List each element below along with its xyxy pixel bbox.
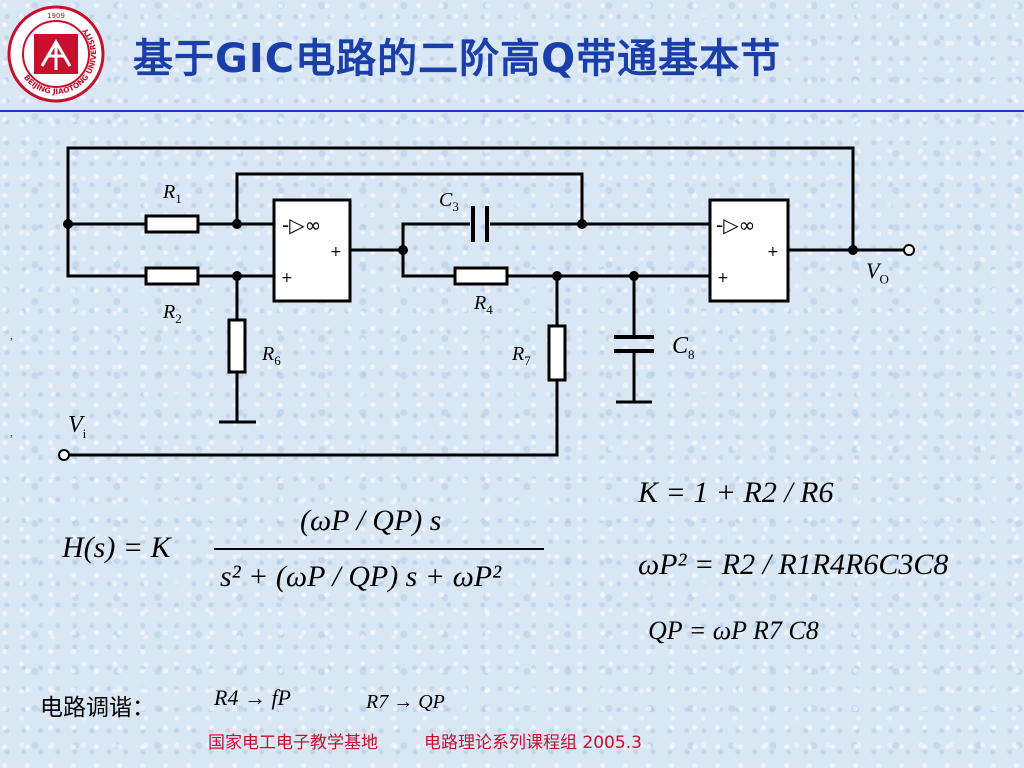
- svg-text:+: +: [281, 270, 293, 286]
- label-r4: R4: [474, 292, 493, 317]
- wire-input-rail: [66, 224, 146, 278]
- fraction-bar: [214, 548, 544, 550]
- logo-year: 1909: [47, 12, 65, 20]
- gic-bandpass-circuit: -▷∞ + + -▷∞ + +: [58, 146, 915, 461]
- transfer-denominator: s² + (ωP / QP) s + ωP²: [220, 560, 502, 593]
- opamp-1: -▷∞ + +: [272, 198, 352, 303]
- label-vo: VO: [866, 258, 889, 287]
- resistor-r6: [227, 318, 247, 374]
- opamp-1-symbol: -▷∞: [282, 213, 321, 237]
- header-bar: BEIJING JIAOTONG UNIVERSITY 1909 基于GIC电路…: [0, 0, 1024, 112]
- svg-text:+: +: [330, 244, 342, 260]
- label-r1: R1: [163, 181, 182, 206]
- vi-terminal: [58, 449, 70, 461]
- tuning-rule-r7: R7 → QP: [366, 691, 445, 713]
- gain-equation: K = 1 + R2 / R6: [638, 476, 834, 509]
- footer-base: 国家电工电子教学基地: [208, 733, 378, 753]
- label-r7: R7: [512, 343, 531, 368]
- footer: 国家电工电子教学基地 电路理论系列课程组 2005.3: [208, 728, 688, 753]
- transfer-lhs: H(s) = K: [62, 531, 171, 564]
- label-vi: Vi: [68, 412, 87, 441]
- wire-outer-feedback: [66, 146, 855, 250]
- resistor-r7: [547, 324, 567, 382]
- opamp-2-symbol: -▷∞: [716, 213, 755, 237]
- label-r6: R6: [262, 343, 281, 368]
- label-c3: C3: [439, 189, 459, 214]
- omega-equation: ωP² = R2 / R1R4R6C3C8: [638, 548, 949, 581]
- label-c8: C8: [672, 333, 695, 362]
- resistor-r1: [144, 214, 200, 234]
- page-title: 基于GIC电路的二阶高Q带通基本节: [133, 36, 782, 82]
- university-logo: BEIJING JIAOTONG UNIVERSITY 1909: [7, 5, 105, 103]
- q-equation: QP = ωP R7 C8: [648, 616, 819, 645]
- transfer-numerator: (ωP / QP) s: [300, 504, 442, 537]
- resistor-r4: [453, 266, 509, 286]
- opamp-2: -▷∞ + +: [708, 198, 790, 303]
- resistor-r2: [144, 266, 200, 286]
- svg-text:+: +: [767, 244, 779, 260]
- label-r2: R2: [163, 301, 182, 326]
- stray-mark-2: ,: [10, 425, 13, 439]
- stray-mark-1: ,: [10, 328, 13, 342]
- tuning-rule-r4: R4 → fP: [214, 685, 291, 710]
- svg-text:+: +: [717, 270, 729, 286]
- vo-terminal: [903, 244, 915, 256]
- tuning-label: 电路调谐：: [40, 695, 155, 721]
- wire-top-loop: [235, 172, 584, 224]
- footer-group: 电路理论系列课程组 2005.3: [424, 733, 642, 753]
